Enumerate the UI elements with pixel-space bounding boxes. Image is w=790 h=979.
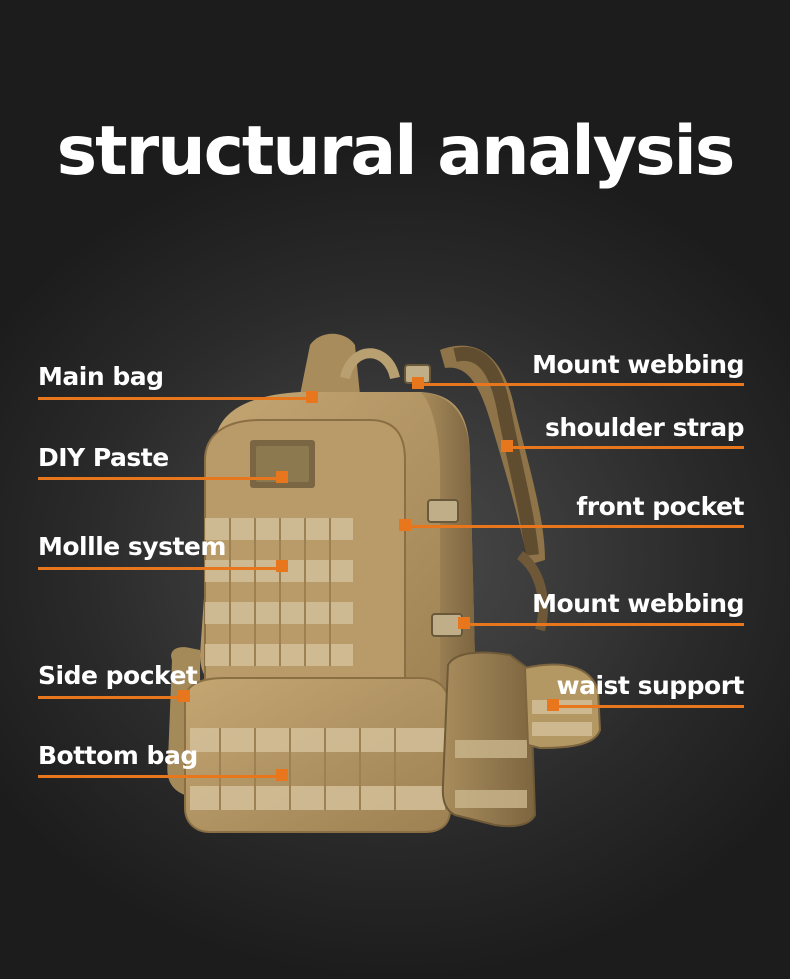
label-mount-webbing-top: Mount webbing — [532, 350, 744, 379]
marker-front-pocket — [399, 519, 411, 531]
marker-mount-webbing-bottom — [458, 617, 470, 629]
leader-line-molle-system — [38, 567, 288, 570]
leader-line-diy-paste — [38, 477, 288, 480]
marker-diy-paste — [276, 471, 288, 483]
marker-side-pocket — [178, 690, 190, 702]
label-molle-system: Mollle system — [38, 532, 226, 561]
label-side-pocket: Side pocket — [38, 661, 198, 690]
leader-line-front-pocket — [400, 525, 744, 528]
label-mount-webbing-bottom: Mount webbing — [532, 589, 744, 618]
label-shoulder-strap: shoulder strap — [544, 413, 745, 442]
label-main-bag: Main bag — [38, 362, 164, 391]
marker-shoulder-strap — [501, 440, 513, 452]
marker-bottom-bag — [276, 769, 288, 781]
marker-main-bag — [306, 391, 318, 403]
page-title: structural analysis — [56, 112, 736, 191]
leader-line-main-bag — [38, 397, 316, 400]
leader-line-mount-webbing-bottom — [459, 623, 744, 626]
leader-line-bottom-bag — [38, 775, 288, 778]
label-waist-support: waist support — [556, 671, 745, 700]
label-diy-paste: DIY Paste — [38, 443, 169, 472]
marker-waist-support — [547, 699, 559, 711]
marker-mount-webbing-top — [412, 377, 424, 389]
leader-line-mount-webbing-top — [413, 383, 744, 386]
leader-line-side-pocket — [38, 696, 190, 699]
marker-molle-system — [276, 560, 288, 572]
leader-line-waist-support — [548, 705, 744, 708]
label-front-pocket: front pocket — [576, 492, 744, 521]
leader-line-shoulder-strap — [502, 446, 744, 449]
label-bottom-bag: Bottom bag — [38, 741, 198, 770]
